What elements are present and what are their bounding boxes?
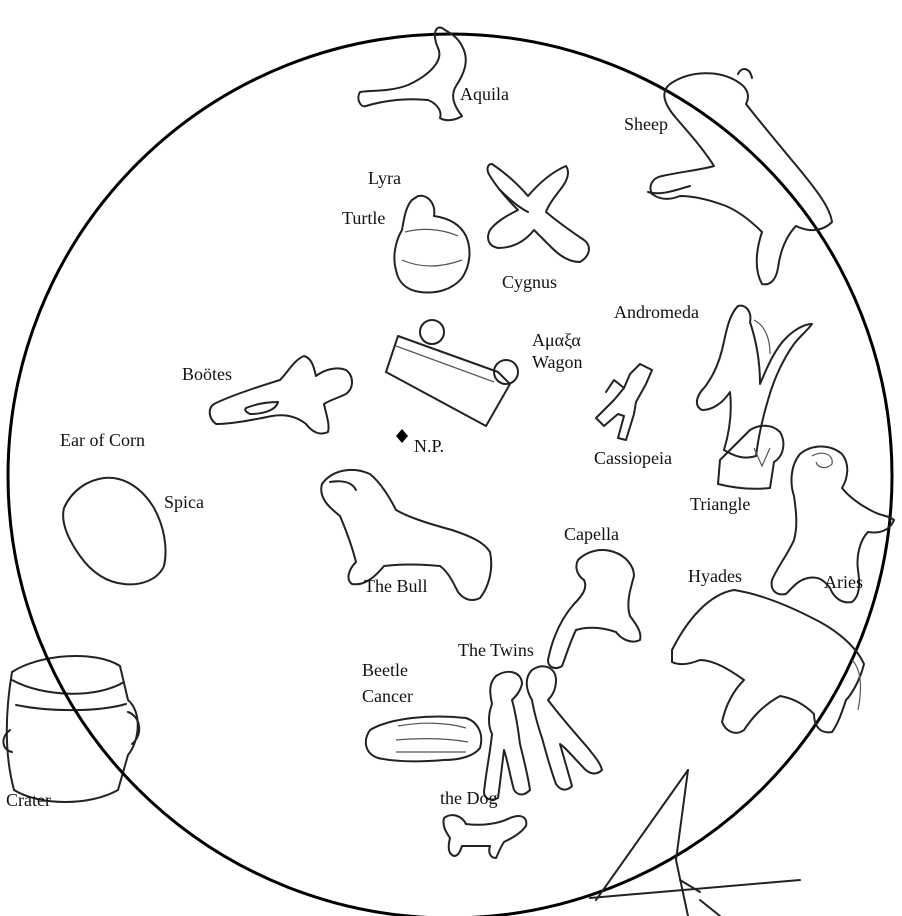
label-cassiopeia: Cassiopeia (594, 448, 672, 468)
beetle-figure (366, 717, 481, 762)
ear-of-corn-figure (63, 478, 165, 585)
label-andromeda: Andromeda (614, 302, 699, 322)
label-aries: Aries (824, 572, 863, 592)
label-spica: Spica (164, 492, 204, 512)
andromeda-figure (697, 306, 812, 458)
label-beetle: Beetle (362, 660, 408, 680)
label-amaxa: Αμαξα (532, 330, 581, 350)
sheep-figure (648, 69, 832, 284)
label-ear-of-corn: Ear of Corn (60, 430, 145, 450)
sky-circle (8, 34, 892, 916)
twins-figure (484, 666, 602, 799)
label-cygnus: Cygnus (502, 272, 557, 292)
label-bootes: Boötes (182, 364, 232, 384)
label-capella: Capella (564, 524, 619, 544)
north-pole-marker (396, 429, 408, 443)
label-the-twins: The Twins (458, 640, 534, 660)
label-hyades: Hyades (688, 566, 742, 586)
label-lyra: Lyra (368, 168, 401, 188)
crater-figure (3, 656, 139, 802)
turtle-figure (394, 196, 469, 293)
label-triangle: Triangle (690, 494, 750, 514)
label-aquila: Aquila (460, 84, 509, 104)
label-sheep: Sheep (624, 114, 668, 134)
hyades-figure (672, 590, 864, 733)
label-wagon: Wagon (532, 352, 583, 372)
label-turtle: Turtle (342, 208, 385, 228)
dog-figure (443, 815, 526, 858)
cygnus-figure (488, 164, 589, 262)
cassiopeia-figure (596, 364, 652, 440)
capella-figure (548, 550, 640, 668)
label-np: N.P. (414, 436, 444, 456)
wagon-figure (386, 320, 518, 426)
label-the-bull: The Bull (364, 576, 428, 596)
label-crater: Crater (6, 790, 51, 810)
label-the-dog: the Dog (440, 788, 498, 808)
label-cancer: Cancer (362, 686, 413, 706)
